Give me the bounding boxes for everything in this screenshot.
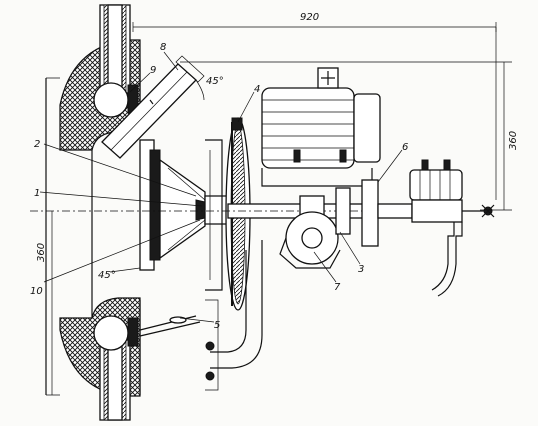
fan-top-cap [231, 117, 243, 131]
callout-3: 3 [358, 264, 364, 275]
callout-8: 8 [160, 42, 166, 53]
callout-9: 9 [150, 65, 156, 76]
valve-nut-left [421, 159, 429, 171]
valve-body [409, 169, 463, 201]
callout-4: 4 [254, 84, 260, 95]
motor-bolt-right [339, 149, 347, 163]
angle-lower-label: 45° [98, 270, 116, 281]
motor-fins [262, 99, 354, 161]
supply-pipe [431, 222, 455, 291]
dim-right-label: 360 [508, 131, 519, 150]
lower-tube-section [93, 315, 129, 351]
lower-angle-leader [109, 267, 141, 273]
inclined-tube-axis [110, 71, 188, 151]
handwheel-spokes [481, 204, 495, 218]
duct-inner [210, 250, 247, 353]
air-duct [139, 240, 263, 381]
furnace-wall [45, 4, 141, 421]
dimension-lines [51, 22, 512, 395]
leader-8 [163, 51, 179, 71]
lower-pipe-bore [107, 339, 123, 421]
nozzle-holder [204, 195, 229, 225]
duct-valve-lower [205, 371, 215, 381]
leader-3 [339, 231, 361, 265]
valve-base [411, 199, 463, 223]
inclined-tube [101, 55, 205, 159]
lower-bracket [205, 299, 219, 391]
motor-end-cap [353, 93, 381, 163]
bearing-block [335, 187, 351, 235]
right-flange [361, 179, 413, 247]
supply-pipe-outer [437, 222, 463, 297]
coupling-flange [361, 179, 379, 247]
callout-5: 5 [214, 320, 220, 331]
electric-motor [261, 67, 381, 187]
pump-rotor [301, 227, 323, 249]
upper-tube-section [93, 82, 129, 118]
duct-outer [210, 240, 263, 369]
callout-6: 6 [402, 142, 408, 153]
leader-9 [129, 72, 151, 93]
burner-assembly [139, 139, 229, 391]
extension-shaft [377, 203, 413, 219]
dim-right-360-ext [180, 61, 512, 211]
upper-pipe-bore [107, 4, 123, 94]
cone-inner-lines [167, 167, 206, 251]
leader-2 [43, 143, 197, 197]
valve-nut-right [443, 159, 451, 171]
callout-7: 7 [334, 282, 341, 293]
control-unit [409, 159, 495, 297]
burner-housing [205, 139, 223, 291]
leader-lines [39, 51, 403, 323]
dim-left-label: 360 [36, 243, 47, 262]
wall-frame-ticks [46, 77, 60, 396]
leader-5 [179, 317, 215, 323]
burner-cone [159, 158, 206, 260]
leader-6 [377, 149, 403, 183]
callout-2: 2 [34, 139, 40, 150]
labels: 920 360 360 45° 45° 1 2 3 4 5 6 7 8 9 10 [30, 12, 519, 331]
angle-upper-label: 45° [206, 76, 224, 87]
flange-gasket [149, 149, 161, 261]
motor-bolt-left [293, 149, 301, 163]
leader-4 [237, 91, 255, 123]
dim-top-label: 920 [300, 12, 319, 23]
leader-10 [43, 219, 201, 283]
callout-1: 1 [34, 188, 40, 199]
pump-outline [279, 237, 341, 269]
valve-fins [419, 170, 451, 200]
inclined-tube-mark [149, 99, 154, 105]
leader-7 [313, 251, 337, 283]
drain-line [139, 315, 201, 337]
drain-fitting [169, 316, 187, 324]
upper-angle-arc [195, 79, 205, 101]
duct-valve-upper [205, 341, 215, 351]
motor-base [261, 168, 373, 187]
inclined-tube-cap [175, 55, 205, 83]
terminal-cross [321, 71, 335, 85]
callout-10: 10 [30, 286, 43, 297]
leader-1 [39, 191, 203, 207]
lower-clamp [127, 317, 139, 347]
